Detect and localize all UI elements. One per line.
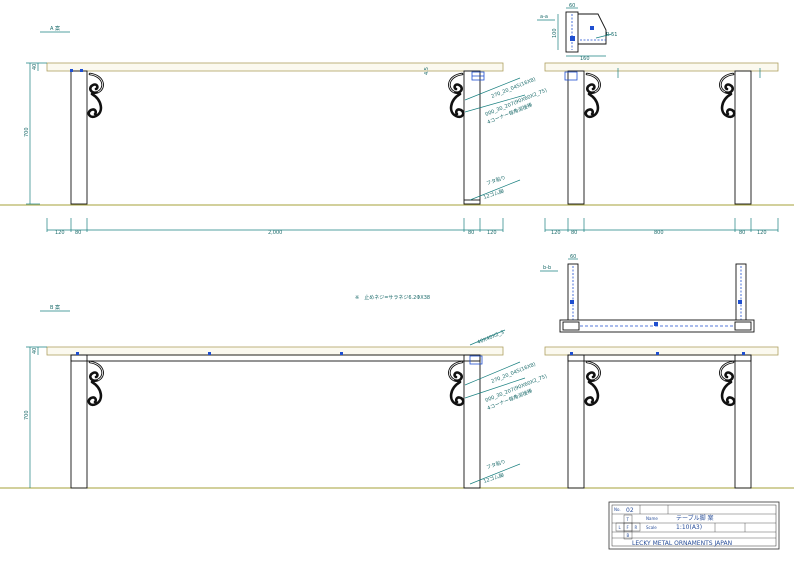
leg-left-a-side bbox=[567, 70, 585, 205]
section-b-label: b-b bbox=[543, 265, 551, 271]
height-dim-a: 700 bbox=[24, 127, 30, 137]
dim-a-1: 120 bbox=[55, 230, 65, 236]
table-top-a bbox=[46, 62, 504, 72]
dim-side-4: 80 bbox=[739, 230, 745, 236]
plan-a-view: A 案 700 40 4.5 270_20_045(16X8) 000_30_2… bbox=[0, 25, 794, 236]
title-name-value: テーブル脚 案 bbox=[676, 514, 714, 522]
scroll-bracket-right-b-side bbox=[719, 360, 736, 407]
leg-right-b-side bbox=[734, 354, 752, 489]
title-no-value: 02 bbox=[626, 507, 634, 514]
section-dim-height: 100 bbox=[552, 28, 558, 38]
title-cell-right: R bbox=[635, 525, 638, 530]
scroll-bracket-left-a-side bbox=[584, 72, 601, 119]
leg-left-b-side bbox=[567, 354, 585, 489]
section-dim-width: 60 bbox=[569, 3, 575, 9]
foot-label-a-2: 12ゴム脚 bbox=[482, 188, 504, 201]
screw-note: ※ 止めネジ=サラネジ6.2ΦX38 bbox=[355, 294, 430, 301]
dim-a-2: 80 bbox=[75, 230, 81, 236]
leg-right-a bbox=[463, 70, 481, 205]
scroll-bracket-right-b bbox=[448, 360, 465, 407]
title-company: LECKY METAL ORNAMENTS JAPAN bbox=[632, 540, 732, 547]
scroll-bracket-right-a bbox=[448, 72, 465, 119]
section-a-a: a-a 100 60 R 51 160 bbox=[537, 3, 617, 62]
title-cell-front: F bbox=[627, 525, 630, 530]
title-scale-value: 1:10(A3) bbox=[676, 524, 702, 531]
scroll-bracket-right-a-side bbox=[719, 72, 736, 119]
scroll-bracket-left-b-side bbox=[584, 360, 601, 407]
title-cell-bottom: B bbox=[627, 533, 630, 538]
dim-a-4: 80 bbox=[468, 230, 474, 236]
plan-a-side-view: 120 80 800 80 120 bbox=[544, 62, 779, 236]
dim-a-5: 120 bbox=[487, 230, 497, 236]
scroll-bracket-left-b bbox=[87, 360, 104, 407]
section-b-b: b-b 60 bbox=[540, 254, 755, 333]
section-b-dim-width: 60 bbox=[570, 254, 576, 260]
section-a-label: a-a bbox=[540, 14, 548, 20]
leg-offset-a: 4.5 bbox=[424, 67, 430, 75]
height-dim-b: 700 bbox=[24, 410, 30, 420]
top-thickness-a: 40 bbox=[32, 64, 38, 70]
title-name-label: Name bbox=[646, 516, 658, 521]
top-thickness-b: 40 bbox=[32, 348, 38, 354]
section-dim-radius: R 51 bbox=[606, 32, 617, 38]
dim-side-2: 80 bbox=[571, 230, 577, 236]
apron-rail-b bbox=[70, 354, 481, 362]
leader-b-1: 40X40X2_3 bbox=[477, 330, 506, 346]
foot-label-b-2: 12ゴム脚 bbox=[482, 472, 504, 485]
scroll-bracket-left-a bbox=[87, 72, 104, 119]
plan-b-label: B 案 bbox=[50, 304, 60, 311]
table-top-b bbox=[46, 346, 504, 356]
title-cell-top: T bbox=[626, 517, 630, 522]
apron-rail-b-side bbox=[567, 354, 752, 362]
leg-left-a bbox=[70, 70, 88, 205]
table-top-a-side bbox=[544, 62, 779, 72]
dim-side-3: 800 bbox=[654, 230, 664, 236]
title-scale-label: Scale bbox=[646, 525, 657, 530]
leg-right-b bbox=[463, 354, 481, 489]
leg-right-a-side bbox=[734, 70, 752, 205]
dim-side-1: 120 bbox=[551, 230, 561, 236]
foot-label-b-1: フタ貼り bbox=[485, 458, 506, 471]
section-dim-length: 160 bbox=[580, 56, 590, 62]
title-block: No. 02 Name テーブル脚 案 Scale 1:10(A3) LECKY… bbox=[608, 501, 780, 550]
dim-side-5: 120 bbox=[757, 230, 767, 236]
plan-b-side-view bbox=[544, 346, 779, 489]
title-cell-left: L bbox=[619, 525, 622, 530]
title-no-label: No. bbox=[614, 507, 621, 512]
plan-a-label: A 案 bbox=[50, 25, 60, 32]
foot-label-a-1: フタ貼り bbox=[485, 174, 506, 187]
leg-left-b bbox=[70, 354, 88, 489]
dim-a-3: 2,000 bbox=[268, 230, 282, 236]
